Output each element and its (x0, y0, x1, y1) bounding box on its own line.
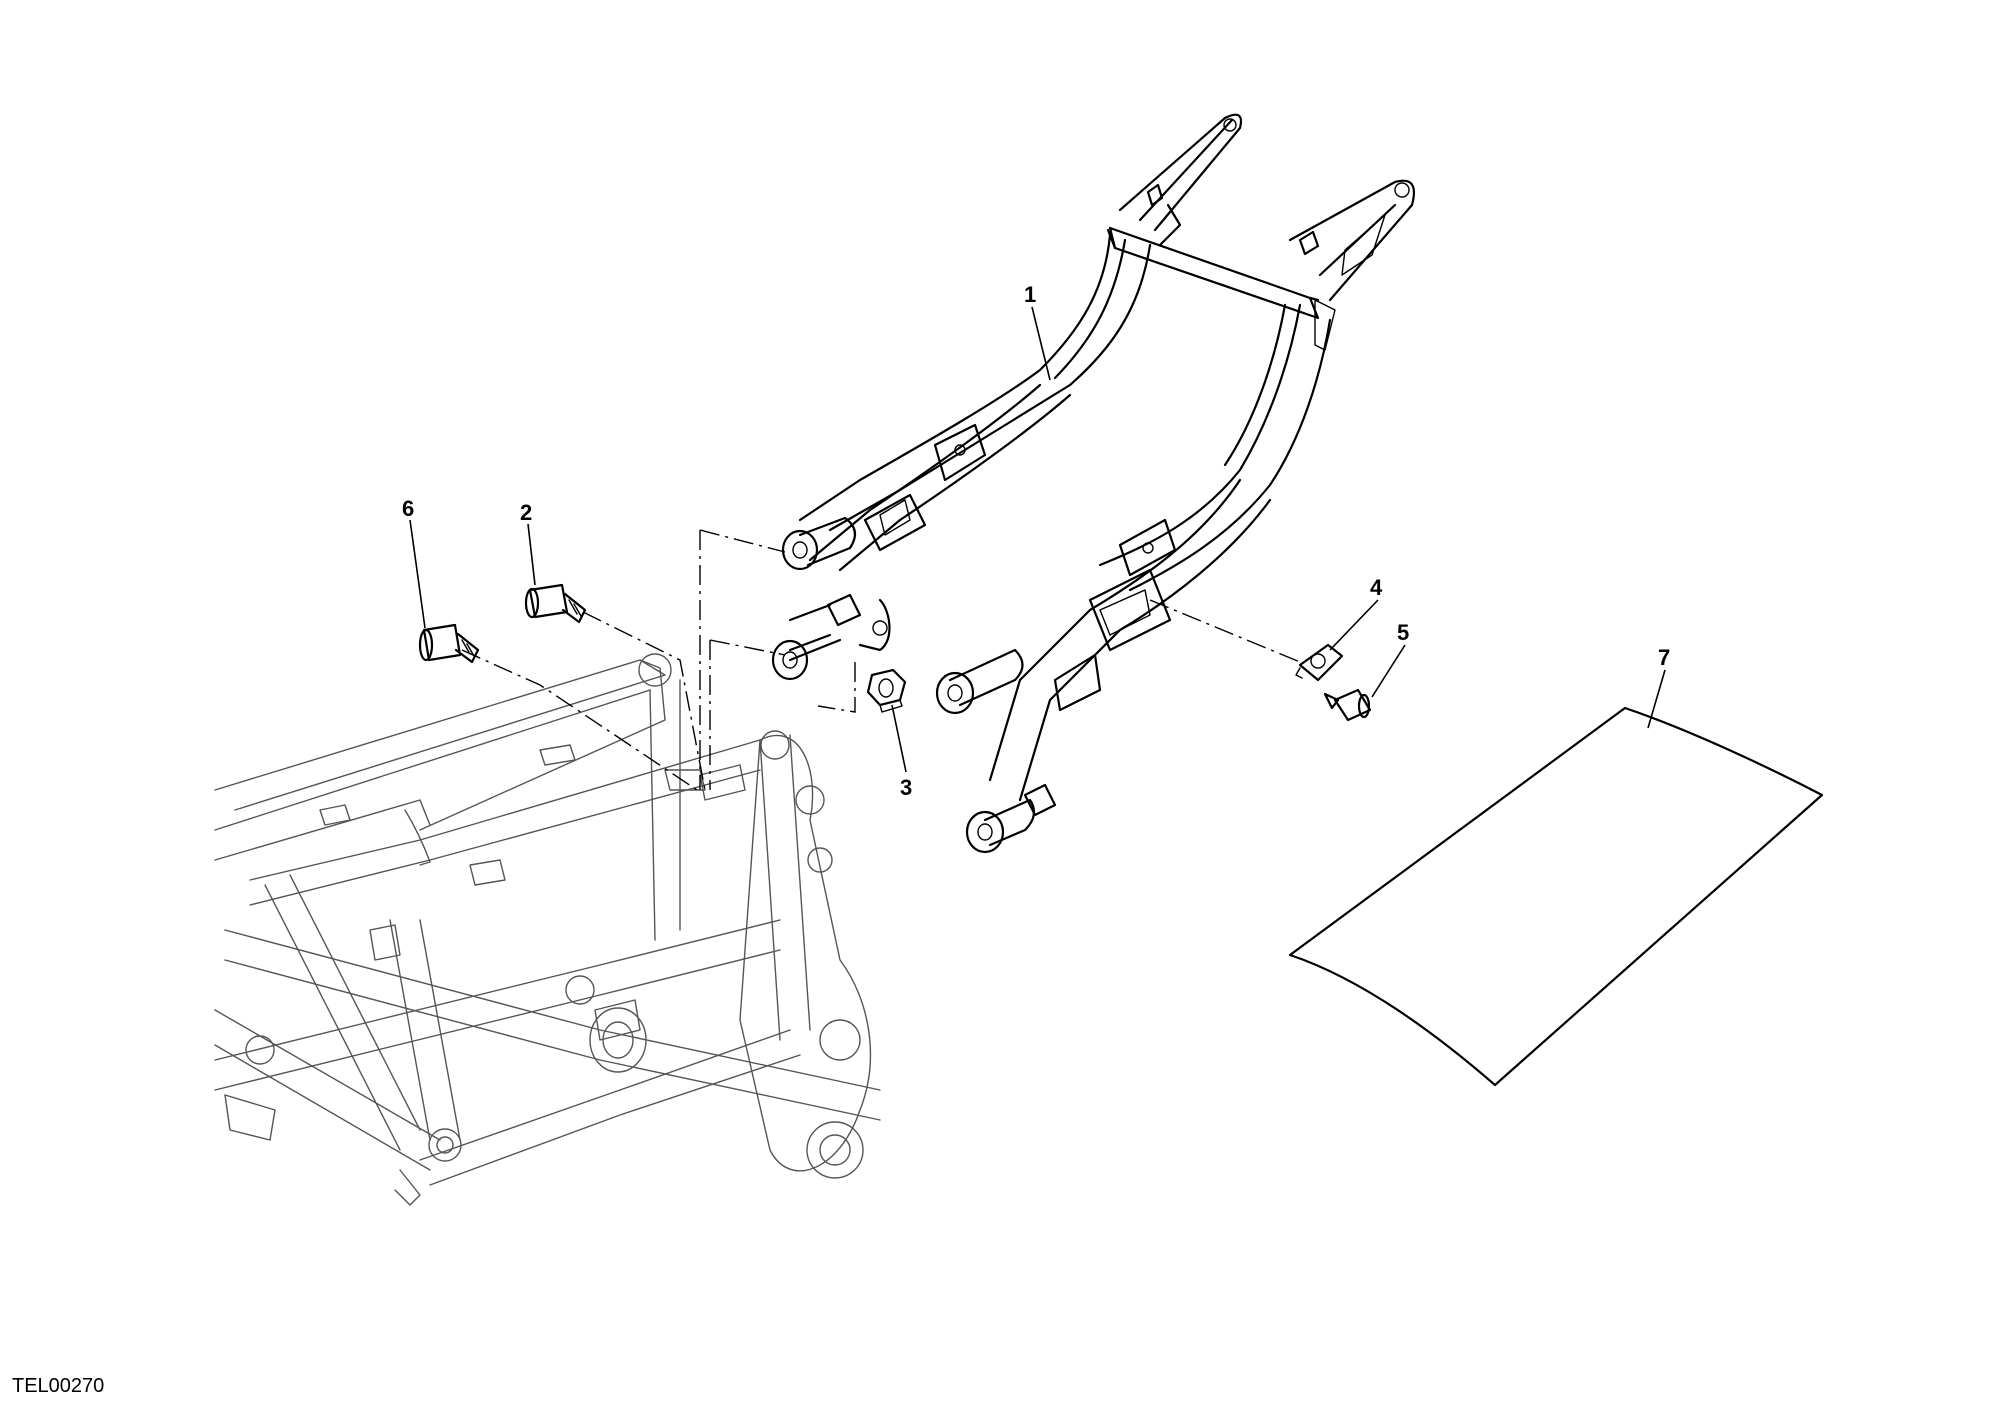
bolt-2 (524, 583, 587, 624)
nut-3 (866, 668, 907, 713)
callout-1: 1 (1024, 282, 1036, 307)
callout-4: 4 (1370, 575, 1383, 600)
washer-4 (1295, 643, 1344, 682)
rear-subframe (771, 113, 1416, 854)
callout-5: 5 (1397, 620, 1409, 645)
main-frame (214, 653, 881, 1206)
callout-2: 2 (520, 500, 532, 525)
callout-3: 3 (900, 775, 912, 800)
assembly-lines (461, 529, 1301, 793)
diagram-code: TEL00270 (12, 1375, 104, 1397)
callout-6: 6 (402, 496, 414, 521)
callout-leaders (409, 306, 1666, 773)
callout-7: 7 (1658, 645, 1670, 670)
sheet-7 (1288, 706, 1824, 1087)
bolt-6 (418, 623, 480, 664)
screw-5 (1323, 688, 1372, 722)
callout-labels: 1 2 3 4 5 6 7 (402, 282, 1670, 800)
